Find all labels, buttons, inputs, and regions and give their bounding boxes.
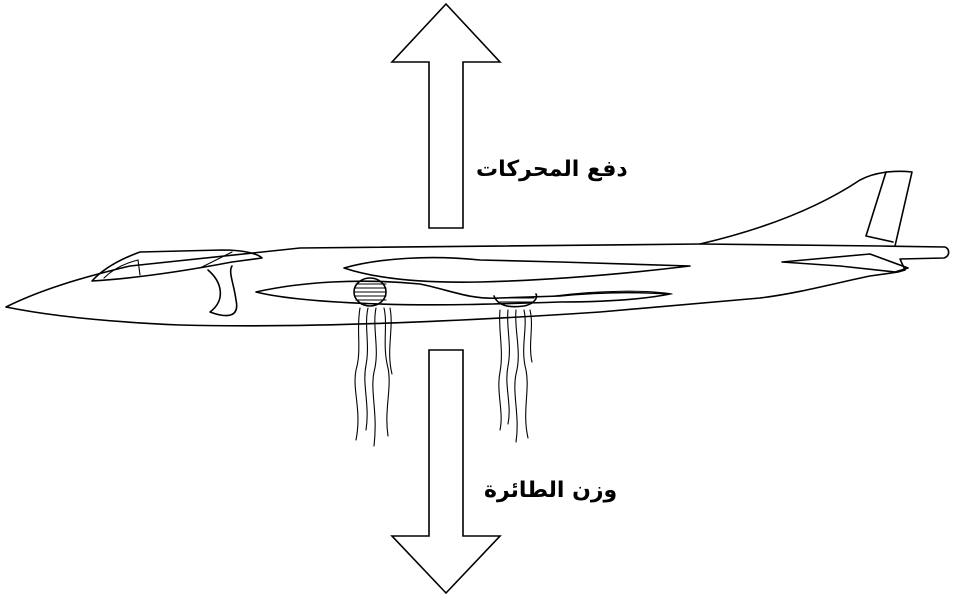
aircraft-canopy-frame bbox=[103, 259, 141, 279]
aircraft-canopy-line bbox=[199, 251, 233, 269]
aircraft-wing bbox=[343, 256, 691, 283]
aircraft-fuselage bbox=[5, 243, 950, 327]
weight-arrow bbox=[390, 349, 502, 595]
aircraft-tail-fin bbox=[699, 170, 913, 247]
aircraft bbox=[5, 170, 950, 447]
aircraft-canopy bbox=[91, 249, 263, 282]
rear-exhaust-plume bbox=[498, 309, 533, 443]
aircraft-nacelle bbox=[255, 280, 671, 306]
aircraft-intake bbox=[207, 265, 238, 317]
thrust-label: دفع المحركات bbox=[476, 157, 628, 182]
weight-label: وزن الطائرة bbox=[484, 478, 618, 503]
thrust-arrow bbox=[390, 2, 502, 229]
front-exhaust-plume bbox=[354, 307, 393, 447]
aircraft-stabilizer bbox=[781, 253, 909, 273]
aircraft-rear-nozzle bbox=[493, 293, 538, 308]
aircraft-rudder bbox=[865, 171, 894, 243]
aircraft-front-nozzle bbox=[353, 277, 387, 307]
aircraft-rear-fairing bbox=[553, 290, 673, 297]
